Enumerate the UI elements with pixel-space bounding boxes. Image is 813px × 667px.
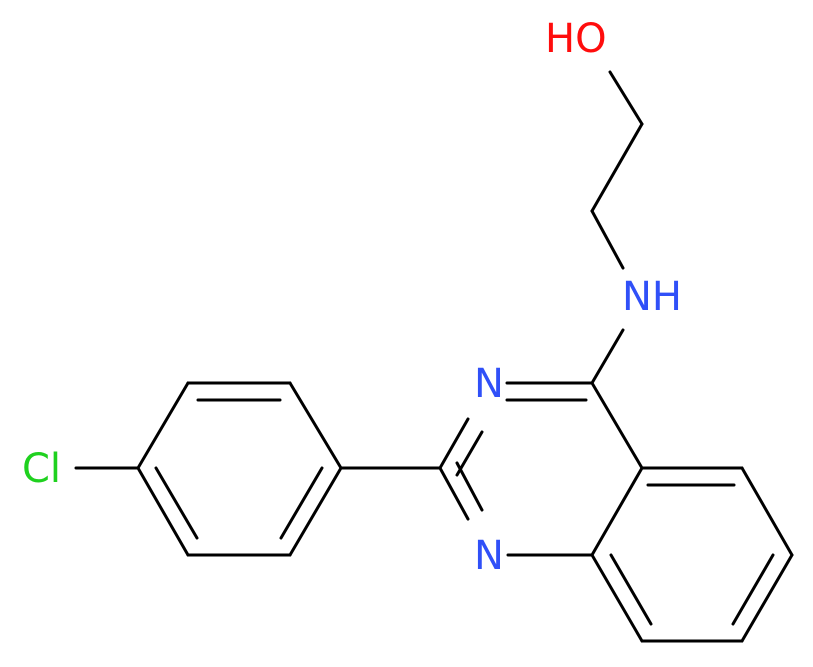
bond <box>136 381 190 470</box>
bond <box>740 466 794 557</box>
bond <box>136 466 190 557</box>
benzo-ring <box>590 466 794 643</box>
bond <box>288 381 343 470</box>
bond <box>609 553 653 626</box>
bond <box>731 553 775 626</box>
bond <box>438 466 470 521</box>
bond <box>590 328 625 385</box>
bond <box>288 466 343 557</box>
side-chain <box>590 70 644 385</box>
pyrimidine-ring <box>438 381 644 557</box>
chlorine-label: Cl <box>22 446 61 492</box>
bond <box>608 70 644 126</box>
bond <box>438 417 470 470</box>
bond <box>590 466 644 557</box>
bond <box>154 466 199 540</box>
chlorophenyl-ring <box>136 381 343 557</box>
bond <box>740 553 794 643</box>
bond <box>590 381 644 470</box>
bond <box>455 461 484 512</box>
ring-nitrogen-top-label: N <box>474 361 504 407</box>
ring-nitrogen-bottom-label: N <box>474 533 504 579</box>
hydroxyl-label: HO <box>545 16 607 62</box>
bond <box>590 553 644 643</box>
amine-label: NH <box>622 274 682 320</box>
bond <box>279 466 324 540</box>
bond <box>590 122 644 213</box>
bond <box>590 209 625 270</box>
